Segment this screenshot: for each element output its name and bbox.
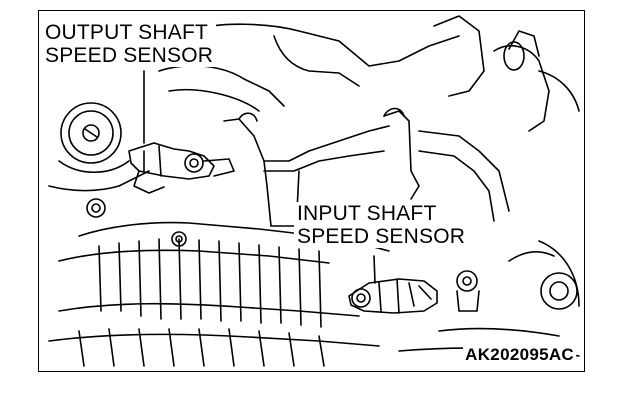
output-shaft-sensor-label-line1: OUTPUT SHAFT xyxy=(45,21,209,44)
figure-code: AK202095AC xyxy=(463,345,576,365)
input-shaft-sensor-label-line1: INPUT SHAFT xyxy=(297,202,437,225)
output-shaft-sensor-label-line2: SPEED SENSOR xyxy=(45,44,214,67)
output-shaft-sensor-label: OUTPUT SHAFT SPEED SENSOR xyxy=(42,21,217,67)
input-shaft-sensor-label-line2: SPEED SENSOR xyxy=(297,225,466,248)
input-shaft-sensor-label: INPUT SHAFT SPEED SENSOR xyxy=(294,202,469,248)
diagram-frame: OUTPUT SHAFT SPEED SENSOR INPUT SHAFT SP… xyxy=(38,10,585,372)
